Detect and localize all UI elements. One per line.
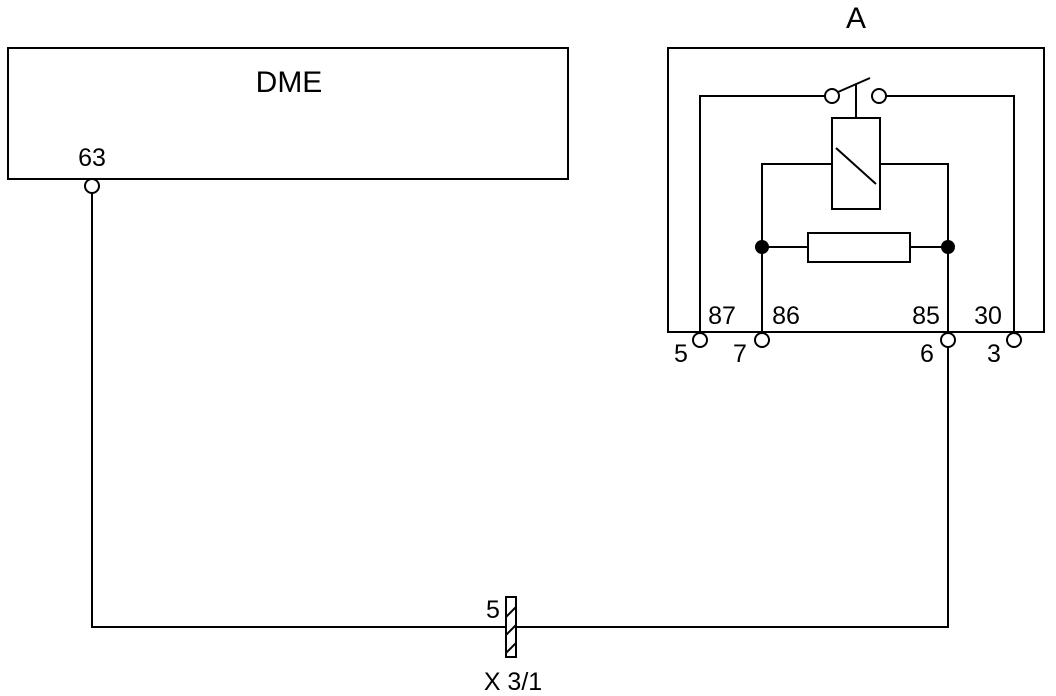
suppression-resistor xyxy=(807,232,911,263)
switch-arm xyxy=(837,77,871,93)
junction-dot-left xyxy=(755,240,769,254)
terminal-30-label: 30 xyxy=(974,302,1002,330)
connector-label: X 3/1 xyxy=(484,668,542,696)
terminal-87-label: 87 xyxy=(708,302,736,330)
pin-3-label: 3 xyxy=(987,340,1001,368)
pin-7-label: 7 xyxy=(733,340,747,368)
pin-6-terminal xyxy=(940,332,956,348)
wire-connector-to-relay-pin6 xyxy=(516,347,949,628)
connector-hatch-3 xyxy=(505,642,517,654)
switch-contact-left xyxy=(824,88,840,104)
pin-5-label: 5 xyxy=(674,340,688,368)
relay-switch-wire xyxy=(699,95,1015,334)
pin-6-label: 6 xyxy=(920,340,934,368)
connector-x31: 5 X 3/1 xyxy=(484,596,542,696)
relay-coil xyxy=(831,117,881,210)
dme-box xyxy=(7,47,569,180)
relay-coil-diagonal xyxy=(835,147,877,185)
connector-body xyxy=(505,596,517,658)
junction-dot-right xyxy=(941,240,955,254)
terminal-86-label: 86 xyxy=(772,302,800,330)
pin-3-terminal xyxy=(1006,332,1022,348)
connector-hatch-2 xyxy=(505,624,517,636)
relay-coil-wire xyxy=(761,163,949,334)
wire-dme63-to-connector xyxy=(91,193,506,628)
dme-pin-label: 63 xyxy=(78,144,106,172)
connector-pin-label: 5 xyxy=(486,596,500,624)
pin-7-terminal xyxy=(754,332,770,348)
dme-pin-terminal xyxy=(84,178,100,194)
relay-a: A 87 86 85 30 5 7 6 3 xyxy=(667,2,1045,368)
dme-unit: DME 63 xyxy=(7,47,569,194)
relay-label: A xyxy=(846,2,866,35)
switch-contact-right xyxy=(871,88,887,104)
pin-5-terminal xyxy=(692,332,708,348)
dme-label: DME xyxy=(256,66,323,99)
terminal-85-label: 85 xyxy=(912,302,940,330)
connector-hatch-1 xyxy=(505,606,517,618)
